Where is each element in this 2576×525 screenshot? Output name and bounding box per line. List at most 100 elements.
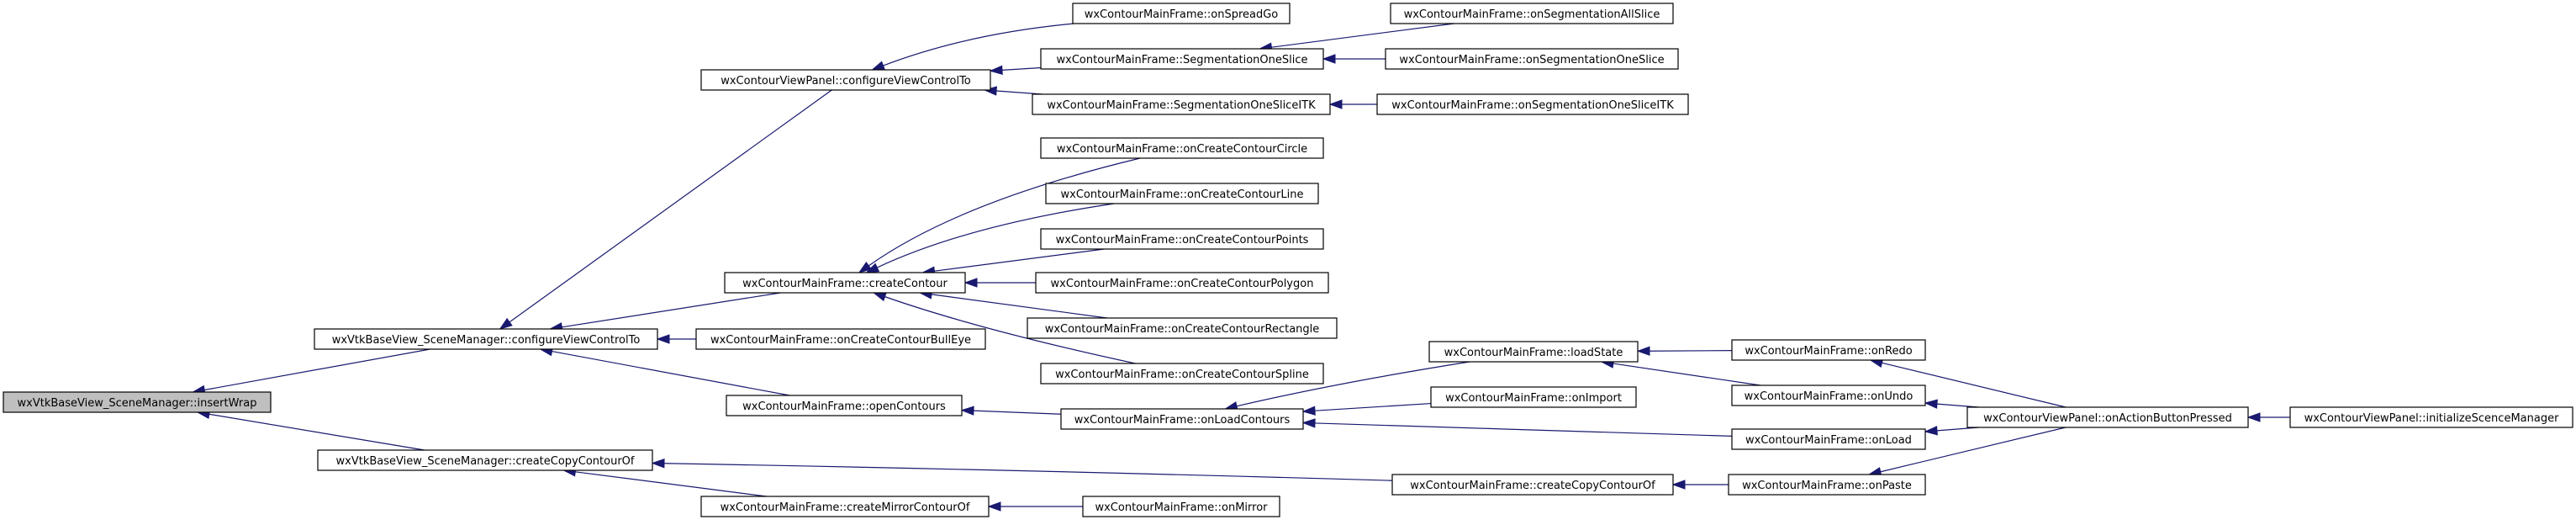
edge-on-seg-one-itk-to-seg-one-slice-itk <box>1328 99 1377 109</box>
edge-on-spline-to-create-contour <box>872 292 1136 364</box>
node-sm-configure[interactable]: wxVtkBaseView_SceneManager::configureVie… <box>314 328 658 350</box>
node-label: wxContourMainFrame::onLoadContours <box>1074 414 1291 427</box>
edge-on-load-to-on-load-contours <box>1301 418 1733 438</box>
node-box <box>1032 93 1331 115</box>
node-label: wxVtkBaseView_SceneManager::insertWrap <box>18 397 257 410</box>
node-box <box>1035 272 1329 294</box>
node-box <box>726 395 963 416</box>
node-on-seg-one[interactable]: wxContourMainFrame::onSegmentationOneSli… <box>1385 48 1679 70</box>
node-create-mirror[interactable]: wxContourMainFrame::createMirrorContourO… <box>700 496 990 517</box>
edge-line <box>934 248 1105 272</box>
node-on-create-bull-eye[interactable]: wxContourMainFrame::onCreateContourBullE… <box>695 328 986 350</box>
node-box <box>1428 341 1639 363</box>
node-box <box>1060 408 1304 430</box>
edge-line <box>931 294 1107 319</box>
arrow-head-icon <box>1322 54 1336 64</box>
node-on-line[interactable]: wxContourMainFrame::onCreateContourLine <box>1045 183 1319 204</box>
node-label: wxContourMainFrame::onLoad <box>1745 434 1912 447</box>
arrow-head-icon <box>1328 99 1343 109</box>
node-label: wxContourMainFrame::onSegmentationAllSli… <box>1404 8 1660 21</box>
node-box <box>1390 3 1674 24</box>
node-on-seg-all[interactable]: wxContourMainFrame::onSegmentationAllSli… <box>1390 3 1674 24</box>
node-label: wxContourMainFrame::onCreateContourCircl… <box>1057 143 1307 156</box>
edge-seg-one-slice-to-panel-configure <box>989 65 1042 76</box>
node-on-spline[interactable]: wxContourMainFrame::onCreateContourSplin… <box>1040 363 1324 384</box>
node-on-paste[interactable]: wxContourMainFrame::onPaste <box>1728 474 1926 496</box>
edge-on-create-bull-eye-to-sm-configure <box>656 334 696 344</box>
node-box <box>314 328 658 350</box>
node-seg-one-slice[interactable]: wxContourMainFrame::SegmentationOneSlice <box>1040 48 1324 70</box>
node-label: wxContourMainFrame::onCreateContourPoint… <box>1056 234 1309 247</box>
edge-line <box>973 410 1062 415</box>
node-box <box>1040 228 1324 250</box>
edge-line <box>868 157 1141 267</box>
node-label: wxContourMainFrame::createContour <box>742 278 948 290</box>
node-init-scene[interactable]: wxContourViewPanel::initializeScenceMana… <box>2289 406 2573 428</box>
edge-line <box>209 413 425 451</box>
arrow-head-icon <box>871 61 886 71</box>
node-label: wxContourMainFrame::SegmentationOneSlice… <box>1047 99 1316 112</box>
node-mf-create-copy[interactable]: wxContourMainFrame::createCopyContourOf <box>1391 474 1674 496</box>
edge-line <box>996 90 1043 95</box>
node-on-seg-one-itk[interactable]: wxContourMainFrame::onSegmentationOneSli… <box>1376 93 1689 115</box>
node-on-load-contours[interactable]: wxContourMainFrame::onLoadContours <box>1060 408 1304 430</box>
node-open-contours[interactable]: wxContourMainFrame::openContours <box>726 395 963 416</box>
node-on-circle[interactable]: wxContourMainFrame::onCreateContourCircl… <box>1040 137 1324 159</box>
edge-create-mirror-to-sm-create-copy <box>562 467 767 497</box>
edge-line <box>1882 362 2067 408</box>
edge-mf-create-copy-to-sm-create-copy <box>651 459 1393 481</box>
node-label: wxVtkBaseView_SceneManager::configureVie… <box>332 334 641 347</box>
edge-sm-configure-to-insert-wrap <box>191 348 430 395</box>
edge-on-rectangle-to-create-contour <box>918 289 1107 319</box>
node-box <box>1040 363 1324 384</box>
node-on-redo[interactable]: wxContourMainFrame::onRedo <box>1731 339 1926 361</box>
node-on-spread-go[interactable]: wxContourMainFrame::onSpreadGo <box>1072 3 1291 24</box>
node-on-load[interactable]: wxContourMainFrame::onLoad <box>1731 428 1926 450</box>
node-label: wxContourMainFrame::onRedo <box>1745 345 1912 358</box>
arrow-head-icon <box>865 262 880 273</box>
node-box <box>1376 93 1689 115</box>
arrow-head-icon <box>1636 346 1650 356</box>
node-label: wxContourMainFrame::onCreateContourLine <box>1061 188 1304 201</box>
node-on-rectangle[interactable]: wxContourMainFrame::onCreateContourRecta… <box>1027 317 1338 339</box>
node-sm-create-copy[interactable]: wxVtkBaseView_SceneManager::createCopyCo… <box>317 449 653 471</box>
node-on-polygon[interactable]: wxContourMainFrame::onCreateContourPolyg… <box>1035 272 1329 294</box>
node-load-state[interactable]: wxContourMainFrame::loadState <box>1428 341 1639 363</box>
arrow-head-icon <box>989 65 1003 76</box>
arrow-head-icon <box>1301 406 1316 416</box>
node-on-action-button[interactable]: wxContourViewPanel::onActionButtonPresse… <box>1966 406 2249 428</box>
node-label: wxContourMainFrame::onCreateContourPolyg… <box>1051 278 1314 290</box>
edge-line <box>663 463 1393 481</box>
edge-line <box>1314 422 1733 438</box>
node-on-undo[interactable]: wxContourMainFrame::onUndo <box>1731 384 1926 406</box>
node-label: wxContourMainFrame::createMirrorContourO… <box>721 501 970 514</box>
node-label: wxContourMainFrame::onSegmentationOneSli… <box>1399 54 1664 66</box>
edge-line <box>1880 427 2067 473</box>
node-create-contour[interactable]: wxContourMainFrame::createContour <box>724 272 966 294</box>
edge-on-redo-to-load-state <box>1636 346 1733 356</box>
arrow-head-icon <box>858 261 873 273</box>
node-box <box>1027 317 1338 339</box>
node-on-import[interactable]: wxContourMainFrame::onImport <box>1430 386 1637 408</box>
edge-line <box>509 89 832 323</box>
node-label: wxContourMainFrame::loadState <box>1444 347 1623 359</box>
node-label: wxContourMainFrame::SegmentationOneSlice <box>1057 54 1308 66</box>
node-label: wxContourViewPanel::onActionButtonPresse… <box>1983 412 2232 425</box>
node-box <box>700 69 991 91</box>
edge-line <box>1936 403 1979 408</box>
edge-line <box>575 471 767 497</box>
edge-create-contour-to-sm-configure <box>549 292 781 332</box>
edge-on-paste-to-mf-create-copy <box>1671 480 1729 490</box>
node-box <box>317 449 653 471</box>
node-box <box>3 391 272 413</box>
node-on-mirror[interactable]: wxContourMainFrame::onMirror <box>1082 496 1280 517</box>
node-panel-configure[interactable]: wxContourViewPanel::configureViewControl… <box>700 69 991 91</box>
node-box <box>1430 386 1637 408</box>
node-box <box>1040 48 1324 70</box>
node-insert-wrap[interactable]: wxVtkBaseView_SceneManager::insertWrap <box>3 391 272 413</box>
node-box <box>1966 406 2249 428</box>
node-box <box>1731 428 1926 450</box>
edge-on-seg-one-to-seg-one-slice <box>1322 54 1386 64</box>
node-on-points[interactable]: wxContourMainFrame::onCreateContourPoint… <box>1040 228 1324 250</box>
node-seg-one-slice-itk[interactable]: wxContourMainFrame::SegmentationOneSlice… <box>1032 93 1331 115</box>
